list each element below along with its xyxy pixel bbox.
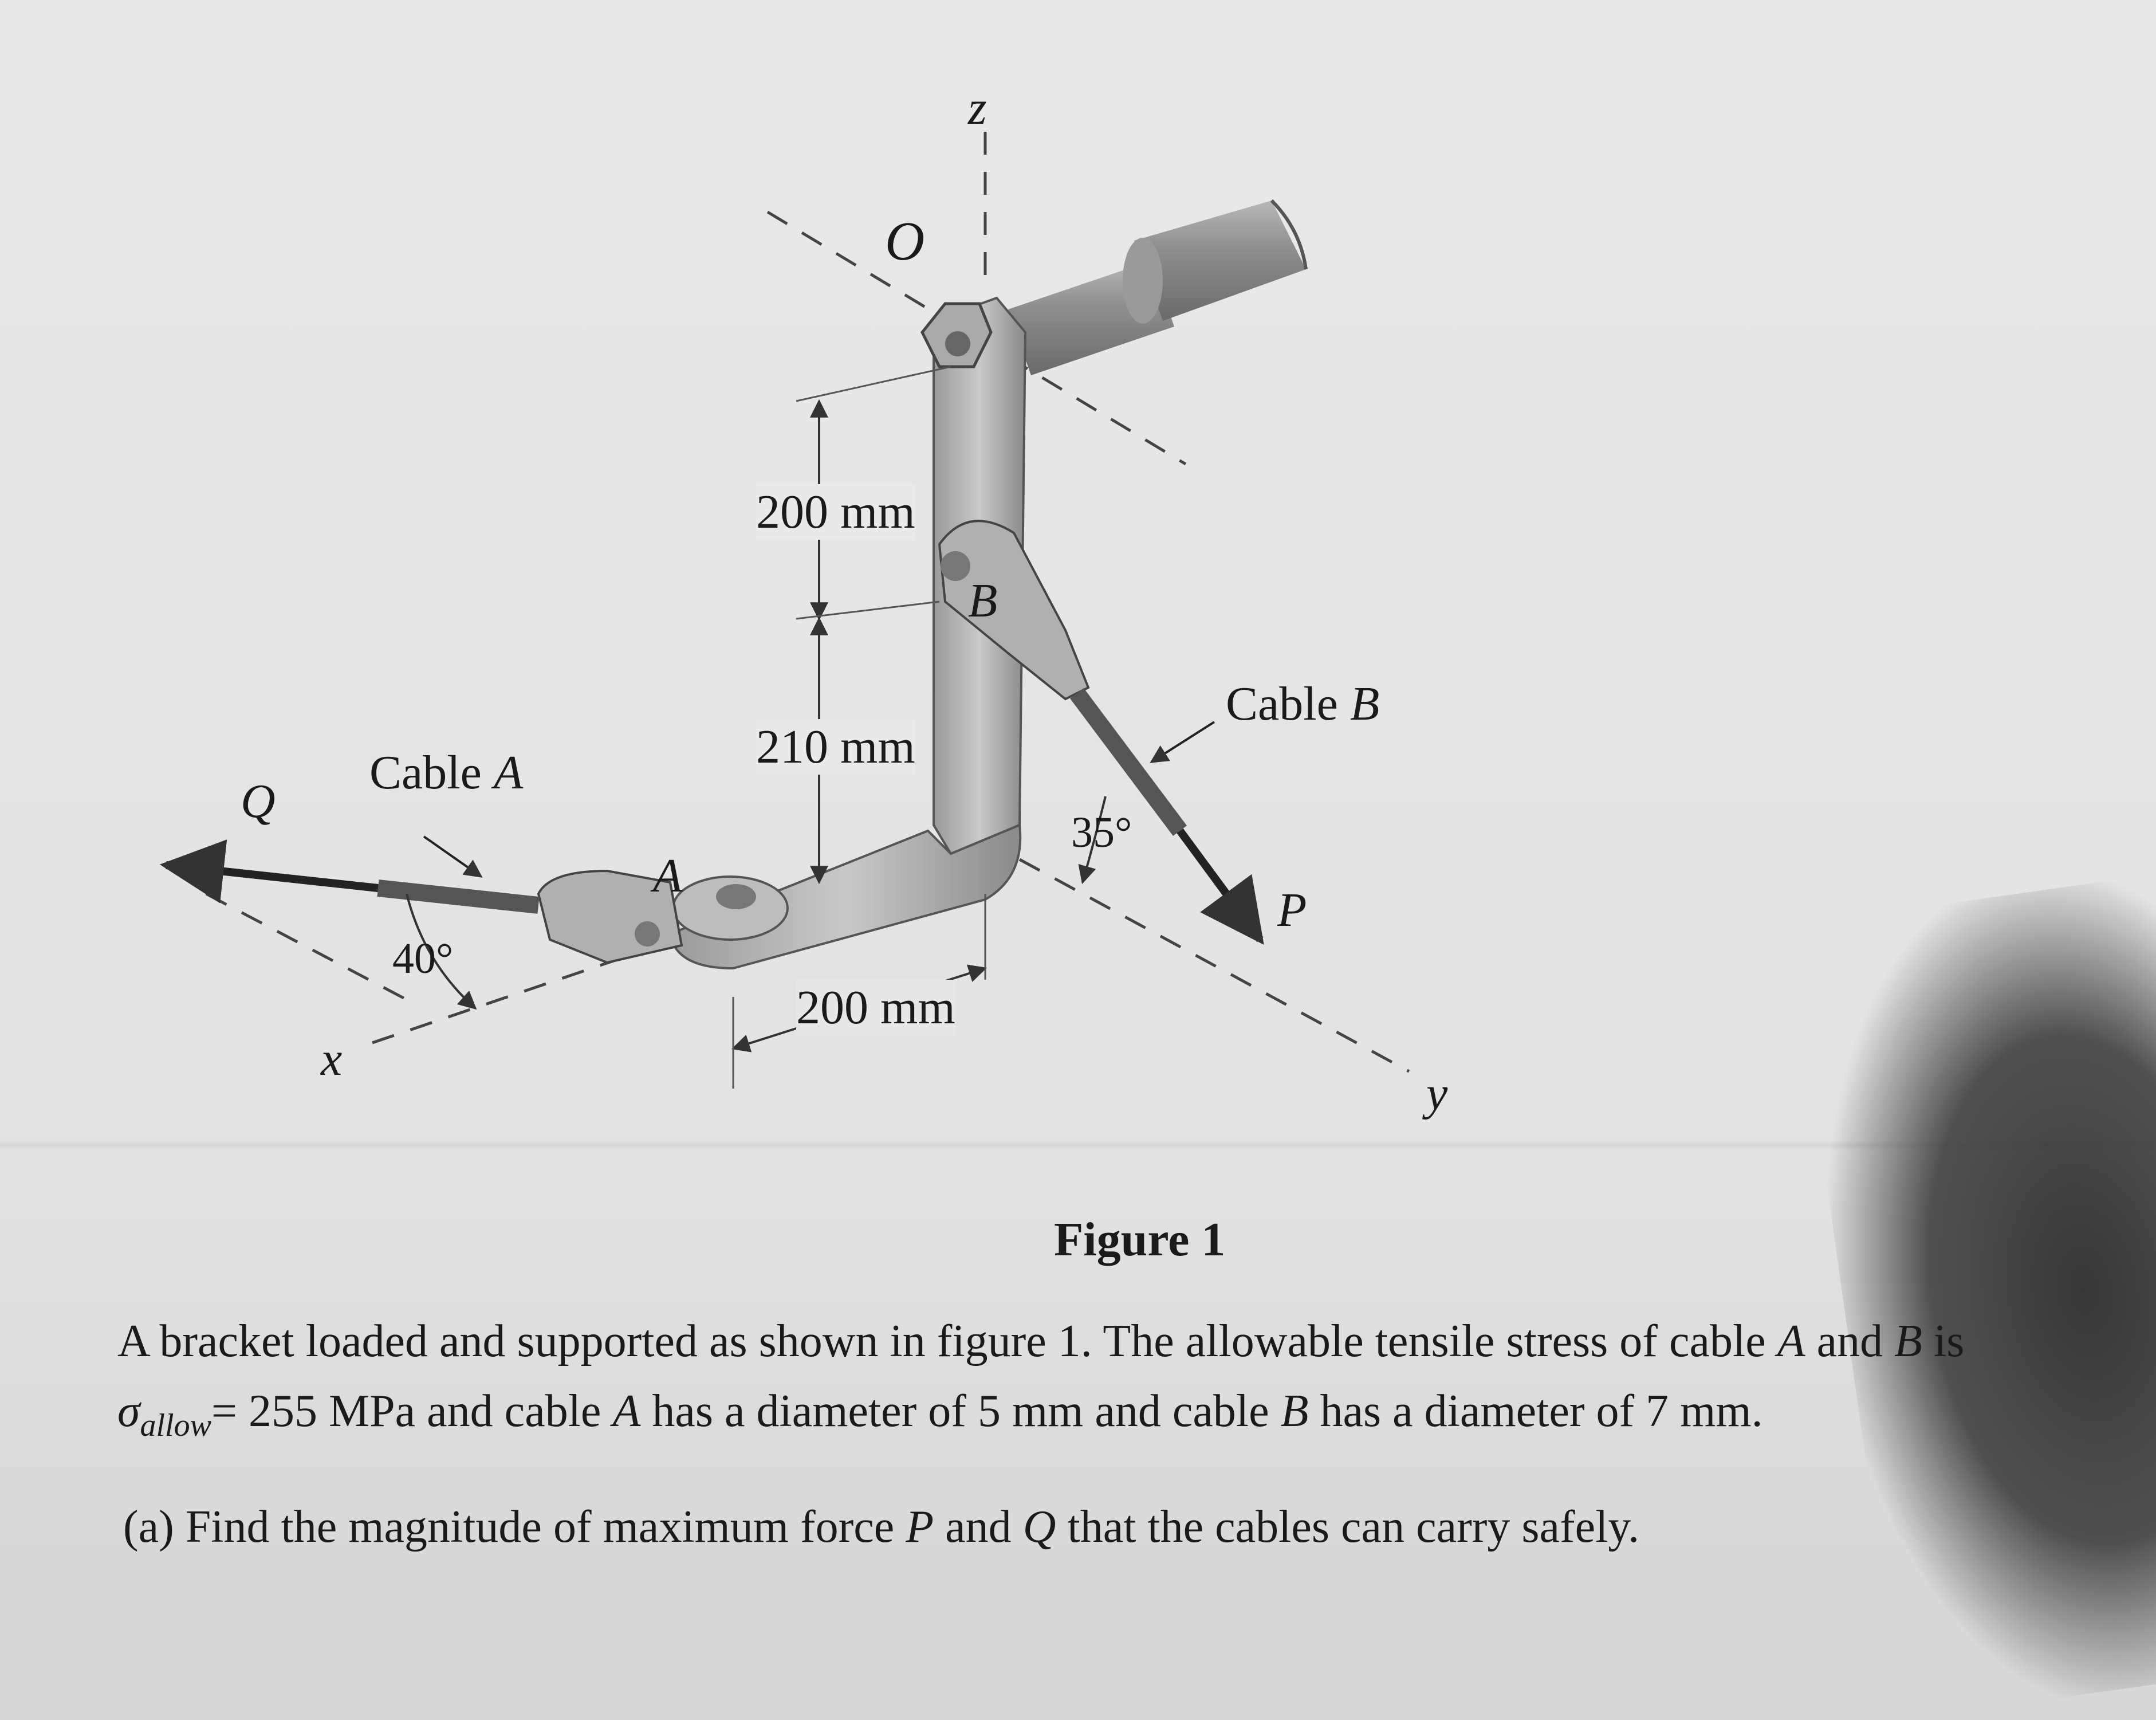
z-axis-label: z <box>968 81 987 135</box>
cable-b-prefix: Cable <box>1226 677 1350 731</box>
shaft <box>1008 199 1308 375</box>
problem-text-1and: and <box>1805 1316 1895 1366</box>
problem-var-b-2: B <box>1280 1386 1309 1436</box>
question-text-mid: and <box>934 1502 1023 1552</box>
dimension-upper-label: 200 mm <box>756 484 915 540</box>
problem-text-1end: is <box>1922 1316 1965 1366</box>
bracket <box>537 296 1090 970</box>
point-b-label: B <box>968 574 998 627</box>
problem-text-2c: has a diameter of 7 mm. <box>1308 1386 1763 1436</box>
question-text-1: (a) Find the magnitude of maximum force <box>123 1502 906 1552</box>
cable-b-letter: B <box>1350 677 1380 731</box>
paper-sheet <box>0 0 2156 1609</box>
force-q-arrow <box>159 839 379 904</box>
origin-label: O <box>885 210 925 272</box>
problem-var-b-1: B <box>1894 1316 1922 1366</box>
question-a: (a) Find the magnitude of maximum force … <box>123 1501 1639 1553</box>
cable-a-leader <box>423 835 483 878</box>
point-a-label: A <box>653 849 683 902</box>
problem-text-1a: A bracket loaded and supported as shown … <box>117 1316 1777 1366</box>
force-p-label: P <box>1277 883 1307 937</box>
y-axis <box>1018 858 1410 1073</box>
problem-var-a-1: A <box>1777 1316 1805 1366</box>
bracket-diagram <box>159 132 1410 1089</box>
paper-fold <box>0 1140 2156 1150</box>
problem-text-2b: has a diameter of 5 mm and cable <box>640 1386 1281 1436</box>
sigma-subscript: allow <box>140 1408 211 1443</box>
x-axis <box>372 938 676 1044</box>
y-axis-label: y <box>1426 1067 1448 1120</box>
problem-var-a-2: A <box>612 1386 641 1436</box>
cable-a-letter: A <box>493 746 524 799</box>
angle-arc-a <box>406 893 477 1010</box>
angle-a-label: 40° <box>392 934 454 983</box>
force-p-arrow <box>1177 828 1264 945</box>
q-reference-line <box>205 892 414 1004</box>
x-axis-label: x <box>321 1032 343 1086</box>
dimension-middle-label: 210 mm <box>756 719 915 775</box>
angle-arc-b <box>1078 796 1107 885</box>
cable-a <box>377 879 540 914</box>
cable-a-prefix: Cable <box>369 746 494 799</box>
dimension-lower-label: 200 mm <box>796 980 955 1035</box>
cable-b-label: Cable B <box>1226 676 1379 732</box>
extension-line-2 <box>796 600 940 620</box>
problem-line-2: σallow= 255 MPa and cable A has a diamet… <box>117 1376 2134 1460</box>
sigma-symbol: σ <box>117 1386 140 1436</box>
angle-b-label: 35° <box>1071 808 1132 857</box>
cable-b-leader <box>1150 721 1215 763</box>
question-text-end: that the cables can carry safely. <box>1056 1502 1640 1552</box>
question-var-q: Q <box>1022 1502 1056 1552</box>
problem-line-1: A bracket loaded and supported as shown … <box>117 1306 2134 1376</box>
extension-line-1 <box>796 366 951 402</box>
question-var-p: P <box>906 1502 934 1552</box>
figure-caption: Figure 1 <box>1054 1213 1226 1266</box>
problem-text-2a: = 255 MPa and cable <box>211 1386 613 1436</box>
cable-a-label: Cable A <box>369 745 523 800</box>
cable-b <box>1070 688 1187 836</box>
problem-statement: A bracket loaded and supported as shown … <box>117 1306 2134 1460</box>
force-q-label: Q <box>241 775 276 828</box>
